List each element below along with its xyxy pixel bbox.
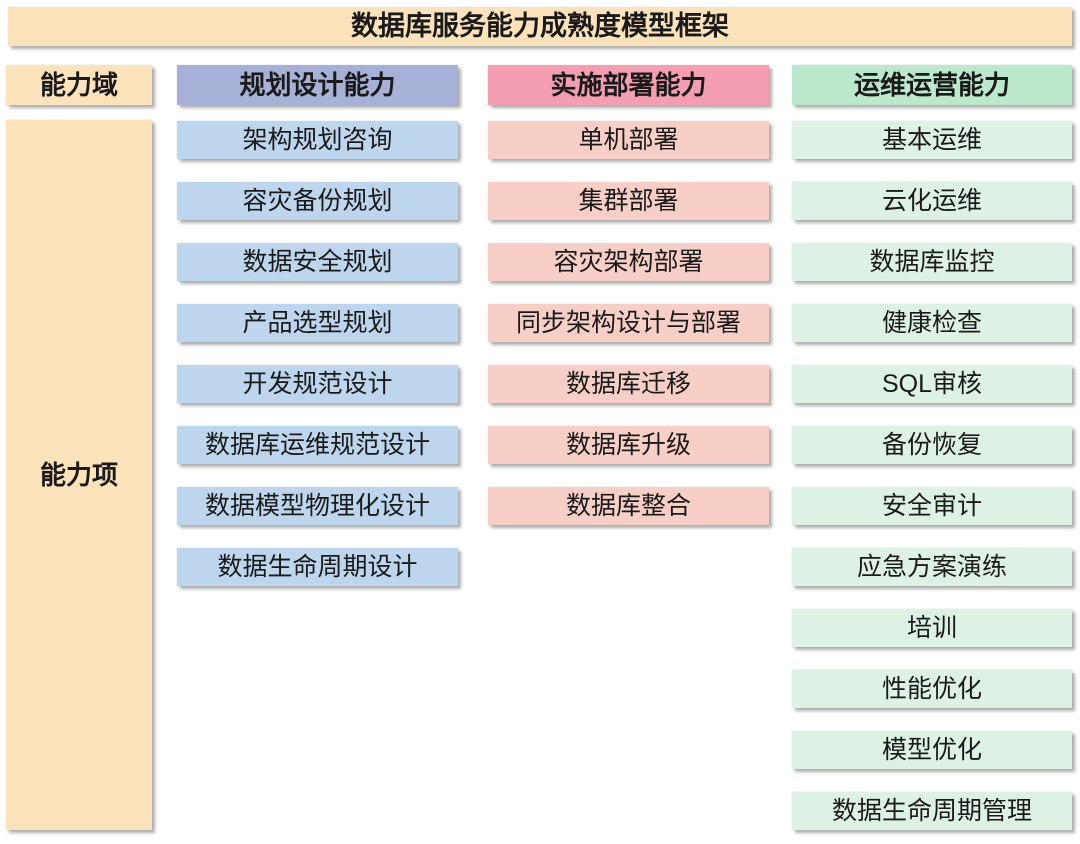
capability-item: 应急方案演练 xyxy=(792,548,1072,586)
capability-item: 容灾架构部署 xyxy=(488,243,769,281)
capability-item: 模型优化 xyxy=(792,731,1072,769)
capability-item: 培训 xyxy=(792,609,1072,647)
capability-item: 基本运维 xyxy=(792,121,1072,159)
capability-item: 架构规划咨询 xyxy=(177,121,458,159)
capability-item: 备份恢复 xyxy=(792,426,1072,464)
capability-item: 数据模型物理化设计 xyxy=(177,487,458,525)
capability-item: 数据库升级 xyxy=(488,426,769,464)
capability-item: 云化运维 xyxy=(792,182,1072,220)
capability-item: 数据生命周期管理 xyxy=(792,792,1072,830)
capability-item: 数据安全规划 xyxy=(177,243,458,281)
column-header-planning-design: 规划设计能力 xyxy=(177,65,458,105)
capability-item: 产品选型规划 xyxy=(177,304,458,342)
column-header-implementation-deployment: 实施部署能力 xyxy=(488,65,769,105)
capability-item: 数据库整合 xyxy=(488,487,769,525)
capability-item: 数据库迁移 xyxy=(488,365,769,403)
capability-item: 健康检查 xyxy=(792,304,1072,342)
capability-item: SQL审核 xyxy=(792,365,1072,403)
capability-item: 数据库运维规范设计 xyxy=(177,426,458,464)
capability-item: 集群部署 xyxy=(488,182,769,220)
capability-item: 开发规范设计 xyxy=(177,365,458,403)
capability-item: 安全审计 xyxy=(792,487,1072,525)
capability-item: 单机部署 xyxy=(488,121,769,159)
capability-item: 数据库监控 xyxy=(792,243,1072,281)
capability-domain-label: 能力域 xyxy=(6,65,152,105)
capability-item: 容灾备份规划 xyxy=(177,182,458,220)
capability-item: 性能优化 xyxy=(792,670,1072,708)
diagram-title: 数据库服务能力成熟度模型框架 xyxy=(8,7,1072,46)
capability-item: 同步架构设计与部署 xyxy=(488,304,769,342)
capability-item: 数据生命周期设计 xyxy=(177,548,458,586)
capability-item-label: 能力项 xyxy=(6,120,152,830)
column-header-operations: 运维运营能力 xyxy=(792,65,1072,105)
